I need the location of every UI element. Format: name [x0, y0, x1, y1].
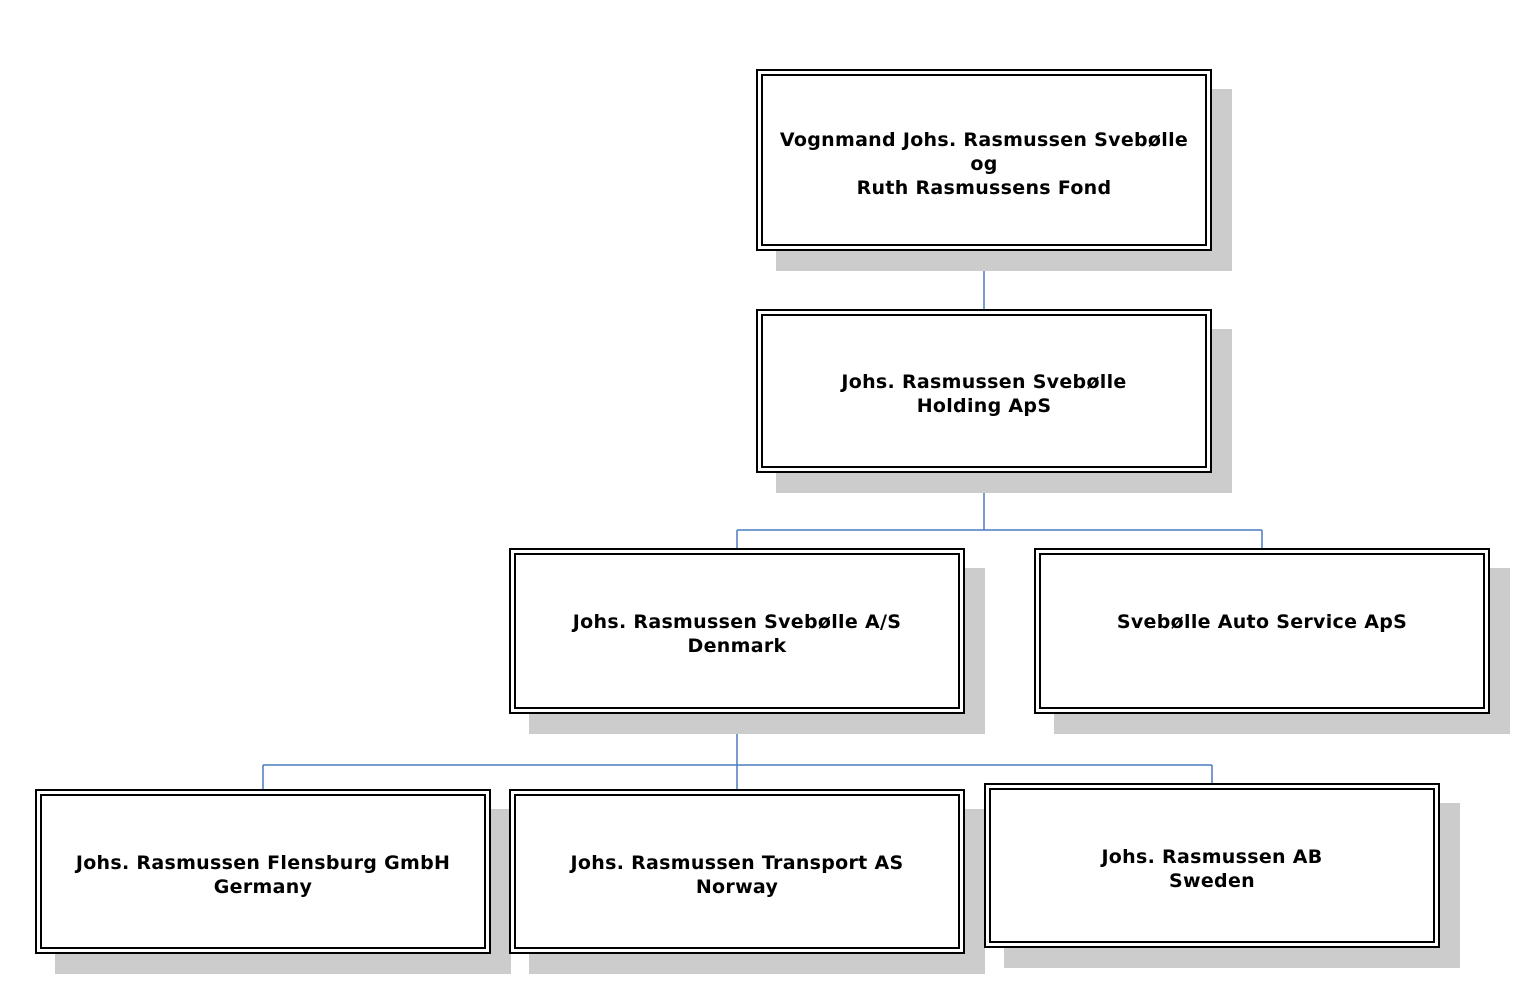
org-node-denmark: Johs. Rasmussen Svebølle A/S Denmark	[509, 548, 965, 714]
org-node-norway-line-1: Johs. Rasmussen Transport AS	[570, 852, 904, 874]
org-node-denmark-frame: Johs. Rasmussen Svebølle A/S Denmark	[514, 553, 960, 709]
org-node-holding-line-1: Johs. Rasmussen Svebølle	[841, 371, 1127, 393]
org-node-auto-service: Svebølle Auto Service ApS	[1034, 548, 1490, 714]
org-node-germany-line-1: Johs. Rasmussen Flensburg GmbH	[75, 852, 451, 874]
org-node-norway-line-2: Norway	[695, 876, 779, 898]
org-node-fond-line-2: og	[970, 153, 998, 175]
org-node-germany-line-2: Germany	[213, 876, 313, 898]
org-node-sweden: Johs. Rasmussen AB Sweden	[984, 783, 1440, 948]
org-node-auto-service-frame: Svebølle Auto Service ApS	[1039, 553, 1485, 709]
org-node-fond: Vognmand Johs. Rasmussen Svebølle og Rut…	[756, 69, 1212, 251]
org-node-germany: Johs. Rasmussen Flensburg GmbH Germany	[35, 789, 491, 954]
org-node-sweden-frame: Johs. Rasmussen AB Sweden	[989, 788, 1435, 943]
org-node-fond-line-1: Vognmand Johs. Rasmussen Svebølle	[779, 129, 1189, 151]
org-node-sweden-line-1: Johs. Rasmussen AB	[1101, 846, 1323, 868]
org-node-fond-line-3: Ruth Rasmussens Fond	[856, 177, 1112, 199]
org-node-sweden-label: Johs. Rasmussen AB Sweden	[1101, 845, 1322, 893]
org-node-sweden-line-2: Sweden	[1169, 870, 1255, 892]
org-node-holding-frame: Johs. Rasmussen Svebølle Holding ApS	[761, 314, 1207, 468]
org-node-norway: Johs. Rasmussen Transport AS Norway	[509, 789, 965, 954]
org-node-norway-label: Johs. Rasmussen Transport AS Norway	[571, 851, 904, 899]
org-node-auto-service-label: Svebølle Auto Service ApS	[1117, 610, 1407, 634]
org-node-norway-frame: Johs. Rasmussen Transport AS Norway	[514, 794, 960, 949]
org-node-denmark-line-1: Johs. Rasmussen Svebølle A/S	[572, 611, 902, 633]
org-node-auto-service-line-1: Svebølle Auto Service ApS	[1116, 611, 1408, 633]
org-node-denmark-line-2: Denmark	[687, 635, 787, 657]
org-node-fond-label: Vognmand Johs. Rasmussen Svebølle og Rut…	[780, 128, 1188, 200]
org-node-fond-frame: Vognmand Johs. Rasmussen Svebølle og Rut…	[761, 74, 1207, 246]
org-node-holding: Johs. Rasmussen Svebølle Holding ApS	[756, 309, 1212, 473]
org-node-holding-label: Johs. Rasmussen Svebølle Holding ApS	[841, 370, 1126, 418]
org-node-holding-line-2: Holding ApS	[916, 395, 1052, 417]
org-node-germany-frame: Johs. Rasmussen Flensburg GmbH Germany	[40, 794, 486, 949]
org-node-denmark-label: Johs. Rasmussen Svebølle A/S Denmark	[573, 610, 901, 658]
org-node-germany-label: Johs. Rasmussen Flensburg GmbH Germany	[76, 851, 450, 899]
